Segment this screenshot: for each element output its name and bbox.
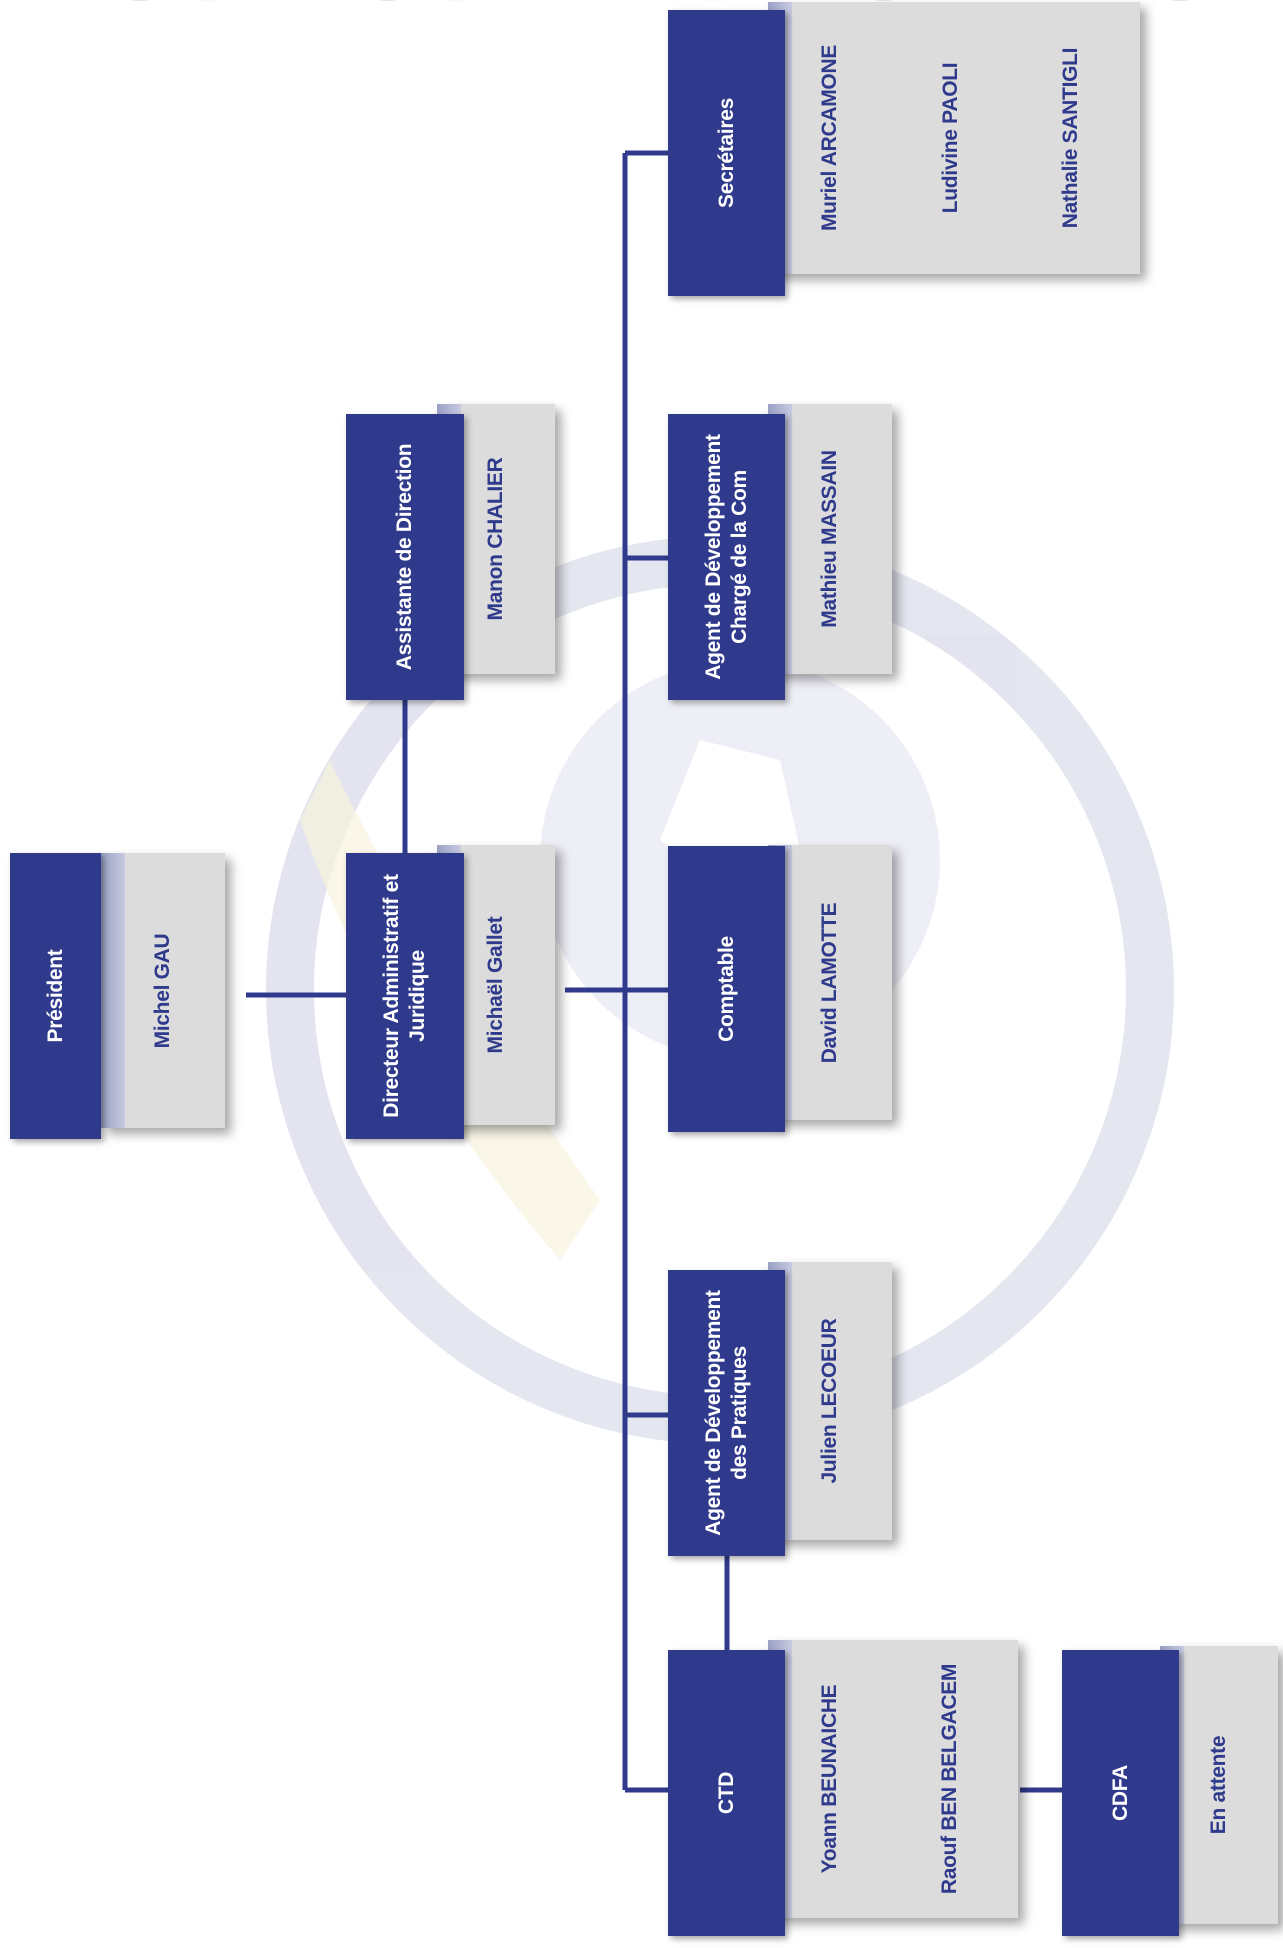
cdfa-title: CDFA <box>1108 1765 1132 1821</box>
secretaires-name-box: Muriel ARCAMONE Ludivine PAOLI Nathalie … <box>768 2 1140 274</box>
agent-com-title-box: Agent de Développement Chargé de la Com <box>668 414 785 700</box>
directeur-title: Directeur Administratif et Juridique <box>380 874 429 1118</box>
ctd-name-1: Yoann BEUNAICHE <box>818 1684 841 1874</box>
president-name-box: Michel GAU <box>101 853 225 1128</box>
secretaires-title: Secrétaires <box>714 98 738 208</box>
comptable-name: David LAMOTTE <box>818 902 841 1063</box>
ctd-title-box: CTD <box>668 1650 785 1936</box>
president-name: Michel GAU <box>151 933 174 1048</box>
directeur-name: Michaël Gallet <box>484 916 507 1054</box>
cdfa-name: En attente <box>1207 1735 1230 1835</box>
directeur-title-box: Directeur Administratif et Juridique <box>346 853 464 1139</box>
agent-pratiques-name-box: Julien LECOEUR <box>768 1262 892 1540</box>
secretaires-name-2: Ludivine PAOLI <box>939 62 962 214</box>
agent-com-name: Mathieu MASSAIN <box>818 450 841 628</box>
president-title-box: Président <box>10 853 101 1139</box>
cdfa-title-box: CDFA <box>1062 1650 1179 1936</box>
comptable-title: Comptable <box>714 936 738 1042</box>
assistante-name: Manon CHALIER <box>484 457 507 621</box>
assistante-title-box: Assistante de Direction <box>346 414 464 700</box>
agent-com-name-box: Mathieu MASSAIN <box>768 404 892 674</box>
comptable-name-box: David LAMOTTE <box>768 845 892 1120</box>
ctd-title: CTD <box>714 1771 738 1815</box>
secretaires-title-box: Secrétaires <box>668 10 785 296</box>
ctd-name-box: Yoann BEUNAICHE Raouf BEN BELGACEM <box>768 1640 1018 1918</box>
agent-pratiques-title-box: Agent de Développement des Pratiques <box>668 1270 785 1556</box>
president-title: Président <box>43 949 67 1043</box>
agent-pratiques-name: Julien LECOEUR <box>818 1318 841 1484</box>
secretaires-name-1: Muriel ARCAMONE <box>818 44 841 232</box>
secretaires-name-3: Nathalie SANTIGLI <box>1059 47 1082 229</box>
assistante-title: Assistante de Direction <box>393 443 416 671</box>
agent-com-title: Agent de Développement Chargé de la Com <box>701 434 751 680</box>
ctd-name-2: Raouf BEN BELGACEM <box>938 1663 961 1895</box>
comptable-title-box: Comptable <box>668 846 785 1132</box>
agent-pratiques-title: Agent de Développement des Pratiques <box>701 1290 751 1536</box>
